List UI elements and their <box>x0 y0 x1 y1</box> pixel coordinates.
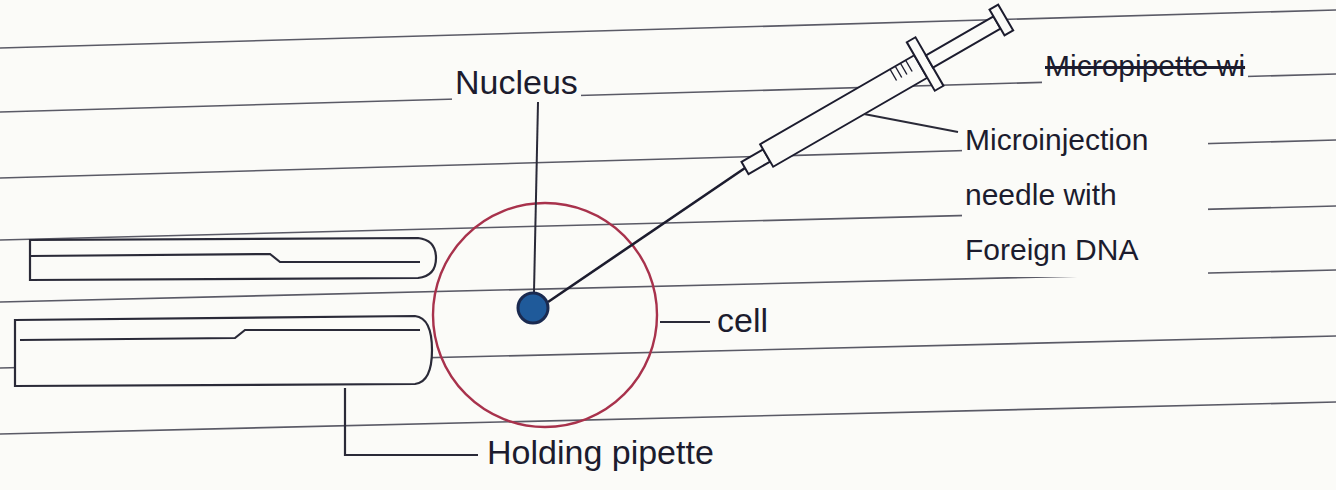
nucleus-leader <box>534 102 538 292</box>
cell-label: cell <box>714 300 771 340</box>
ruled-lines <box>0 10 1336 434</box>
pipette-label: Holding pipette <box>484 432 717 472</box>
needle-leader <box>864 114 958 132</box>
nucleus-label: Nucleus <box>452 62 581 102</box>
cell-membrane <box>433 203 657 427</box>
cell-leader <box>660 321 710 323</box>
struck-label: Micropipette wi <box>1042 48 1248 84</box>
needle-label: Microinjection needle with Foreign DNA <box>962 112 1208 277</box>
holding-pipette <box>15 238 478 455</box>
nucleus <box>518 293 548 323</box>
injection-needle <box>548 168 745 302</box>
